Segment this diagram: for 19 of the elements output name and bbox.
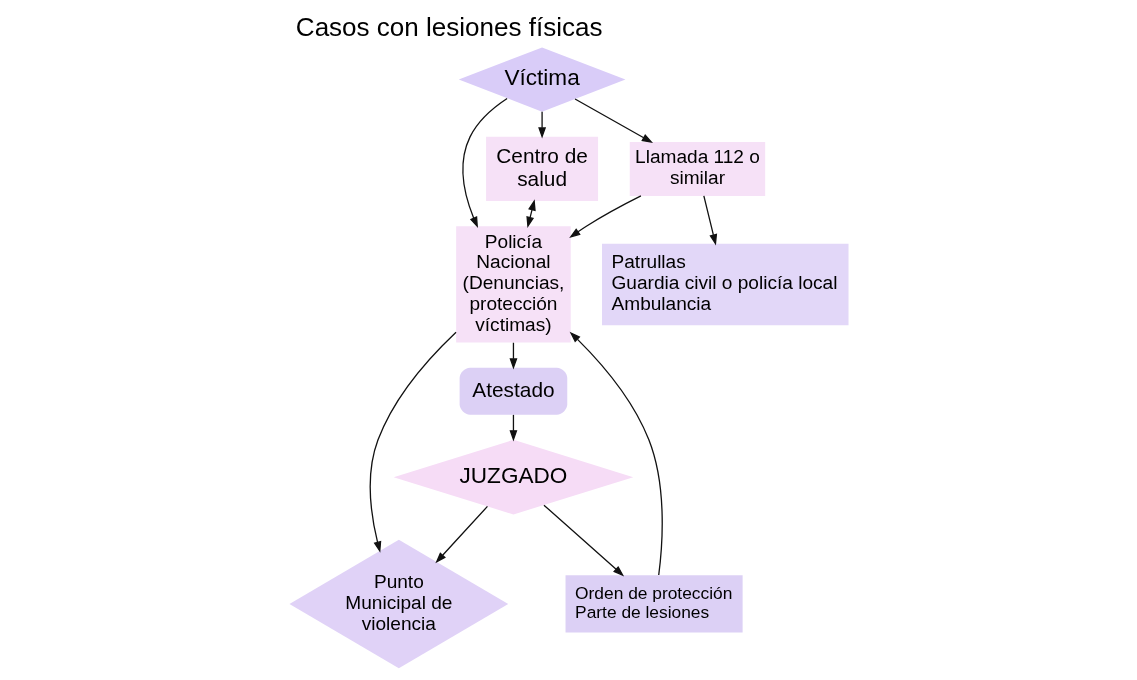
arrow <box>568 195 642 238</box>
node-box: Centro de salud <box>485 136 598 202</box>
node-box: Orden de protección Parte de lesiones <box>565 575 743 633</box>
arrow <box>569 331 663 576</box>
diagram-title: Casos con lesiones físicas <box>295 12 603 43</box>
arrow <box>434 505 488 564</box>
arrow <box>573 98 653 144</box>
node-diamond: Víctima <box>458 47 625 112</box>
node-box: Patrullas Guardia civil o policía local Ambulancia <box>601 243 849 326</box>
node-box: Atestado <box>459 367 567 415</box>
node-box: Llamada 112 o similar <box>629 142 765 196</box>
arrow <box>461 97 508 228</box>
node-box: Policía Nacional (Denuncias, protección víctimas) <box>455 226 571 343</box>
node-diamond: JUZGADO <box>393 439 633 515</box>
arrow <box>537 111 546 139</box>
arrow <box>542 504 624 577</box>
arrow <box>702 195 717 246</box>
arrow <box>369 331 457 553</box>
arrow <box>525 199 536 228</box>
